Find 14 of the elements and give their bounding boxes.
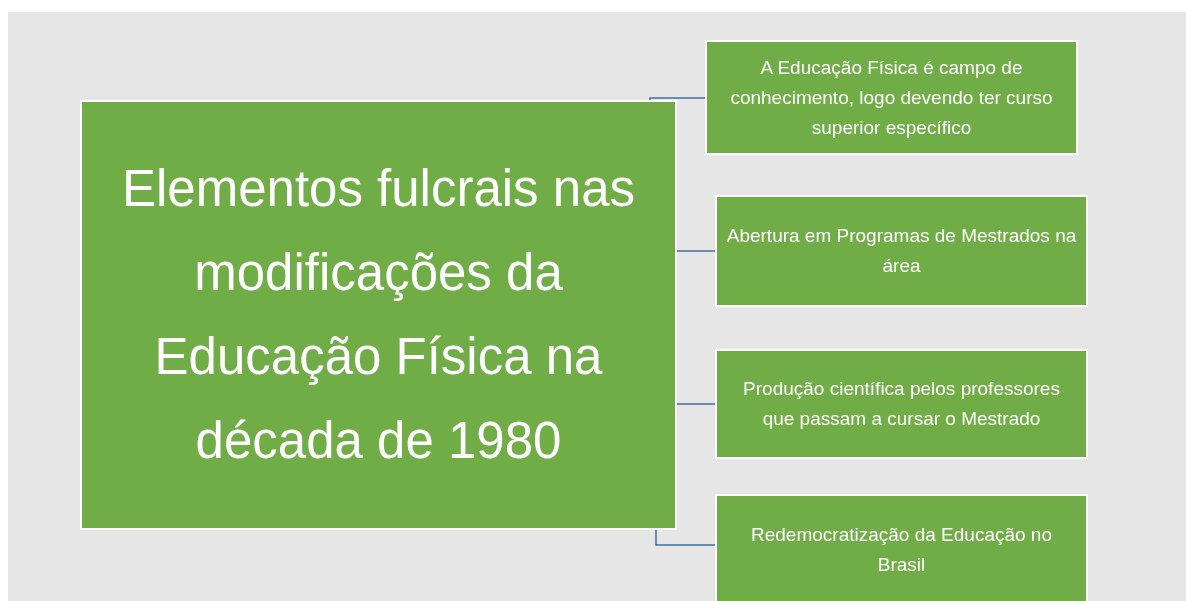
connector-line — [676, 403, 716, 405]
sub-topic-text: Redemocratização da Educação no Brasil — [750, 523, 1053, 577]
sub-topic-text: Abertura em Programas de Mestrados na área — [725, 224, 1078, 278]
main-topic-text: Elementos fulcrais nas modificações da Educação Física na década de 1980 — [120, 159, 637, 471]
sub-topic-box — [715, 349, 1088, 459]
sub-topic-box — [715, 494, 1088, 601]
connector-line — [655, 529, 716, 546]
sub-topic-box — [705, 40, 1078, 155]
connector-line — [649, 97, 706, 101]
sub-topic-box — [715, 195, 1088, 307]
connector-line — [676, 250, 716, 252]
sub-topic-text: A Educação Física é campo de conhecimento, logo devendo ter curso superior específico — [729, 55, 1054, 140]
main-topic-box — [80, 100, 677, 530]
sub-topic-text: Produção científica pelos professores que passam a cursar o Mestrado — [742, 377, 1061, 431]
